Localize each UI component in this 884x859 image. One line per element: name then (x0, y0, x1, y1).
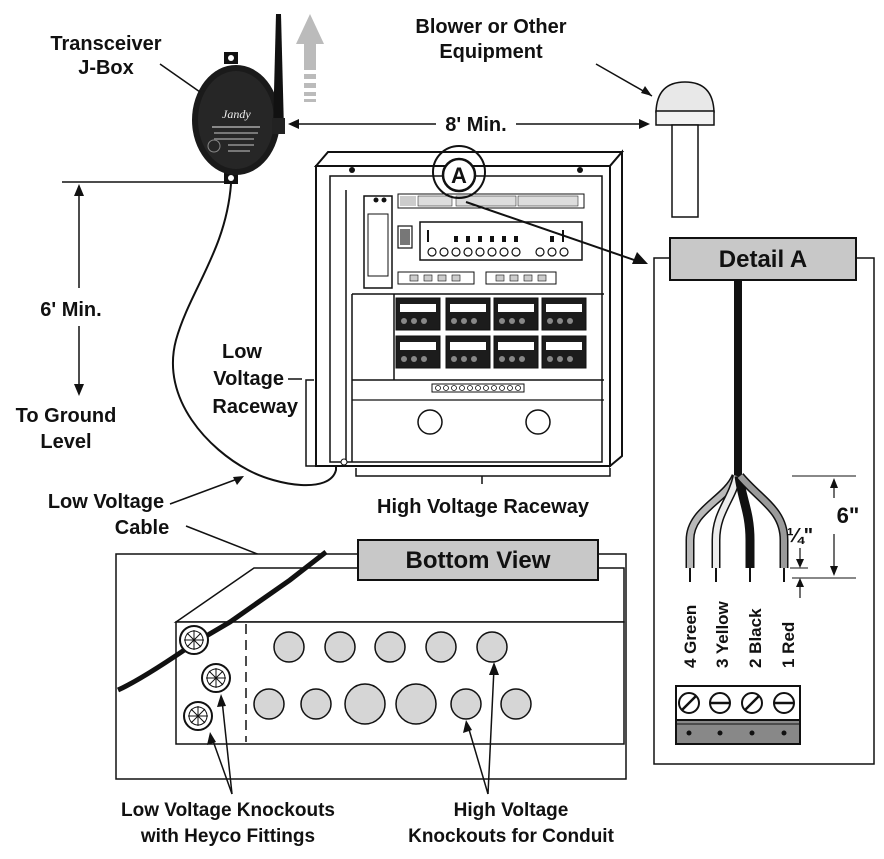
lv-knockouts-label-line1: Low Voltage Knockouts (121, 800, 335, 821)
bottom-view-cable (116, 550, 328, 693)
bottom-view-title: Bottom View (406, 547, 551, 574)
transceiver-label-line2: J-Box (78, 57, 134, 79)
antenna-icon (272, 14, 285, 134)
bottom-view-title-box (357, 539, 599, 581)
detail-a-callout-circle (432, 145, 486, 199)
hv-knockouts (253, 631, 532, 725)
wire-label-green: 4 Green (681, 605, 700, 668)
detail-a-frame (653, 257, 875, 765)
callout-a-label: A (451, 163, 467, 188)
hv-knockouts-label-line1: High Voltage (454, 800, 569, 821)
blower-label-line2: Equipment (439, 41, 543, 63)
detail-a-wires (685, 473, 789, 582)
lv-cable-label-line2: Cable (115, 517, 169, 539)
blower-label-line1: Blower or Other (415, 16, 566, 38)
lv-knockout-fitting-2 (201, 663, 231, 693)
lv-raceway-bracket (305, 379, 316, 467)
lv-raceway-label-line3: Raceway (212, 396, 298, 418)
lv-knockout-fitting-1 (179, 625, 209, 655)
lv-knockouts-label-line2: with Heyco Fittings (140, 826, 315, 847)
dim-8ft-label: 8' Min. (445, 114, 506, 136)
hv-knockouts-label-line2: Knockouts for Conduit (408, 826, 614, 847)
dim-6in-label: 6" (837, 503, 860, 528)
detail-a-leader (465, 201, 641, 263)
lv-knockout-fitting-3 (183, 701, 213, 731)
detail-a-cable-sheath (734, 280, 742, 476)
transceiver-leader (159, 63, 201, 93)
blower-equipment-icon (655, 81, 715, 218)
lv-raceway-label-line2: Voltage (213, 368, 284, 390)
control-panel (313, 149, 625, 469)
terminal-block (675, 685, 801, 745)
detail-a-title: Detail A (719, 246, 807, 273)
lv-raceway-label-line1: Low (222, 341, 262, 363)
hv-raceway-bracket (355, 468, 611, 477)
ground-label-line2: Level (40, 431, 91, 453)
wire-label-yellow: 3 Yellow (713, 600, 732, 668)
dim-6ft-label: 6' Min. (40, 299, 101, 321)
detail-a-title-box (669, 237, 857, 281)
transceiver-jbox: Jandy (192, 52, 280, 184)
hv-raceway-label: High Voltage Raceway (377, 496, 590, 518)
transceiver-label-line1: Transceiver (50, 33, 161, 55)
ground-label-line1: To Ground (16, 405, 117, 427)
lv-cable-leader-top (169, 477, 241, 505)
lv-cable-label-line1: Low Voltage (48, 491, 164, 513)
dim-quarter-label: ¼" (787, 525, 813, 547)
brand-text: Jandy (222, 107, 251, 121)
wire-label-black: 2 Black (746, 608, 765, 668)
wire-label-red: 1 Red (779, 622, 798, 668)
signal-up-arrow-icon (296, 14, 324, 102)
